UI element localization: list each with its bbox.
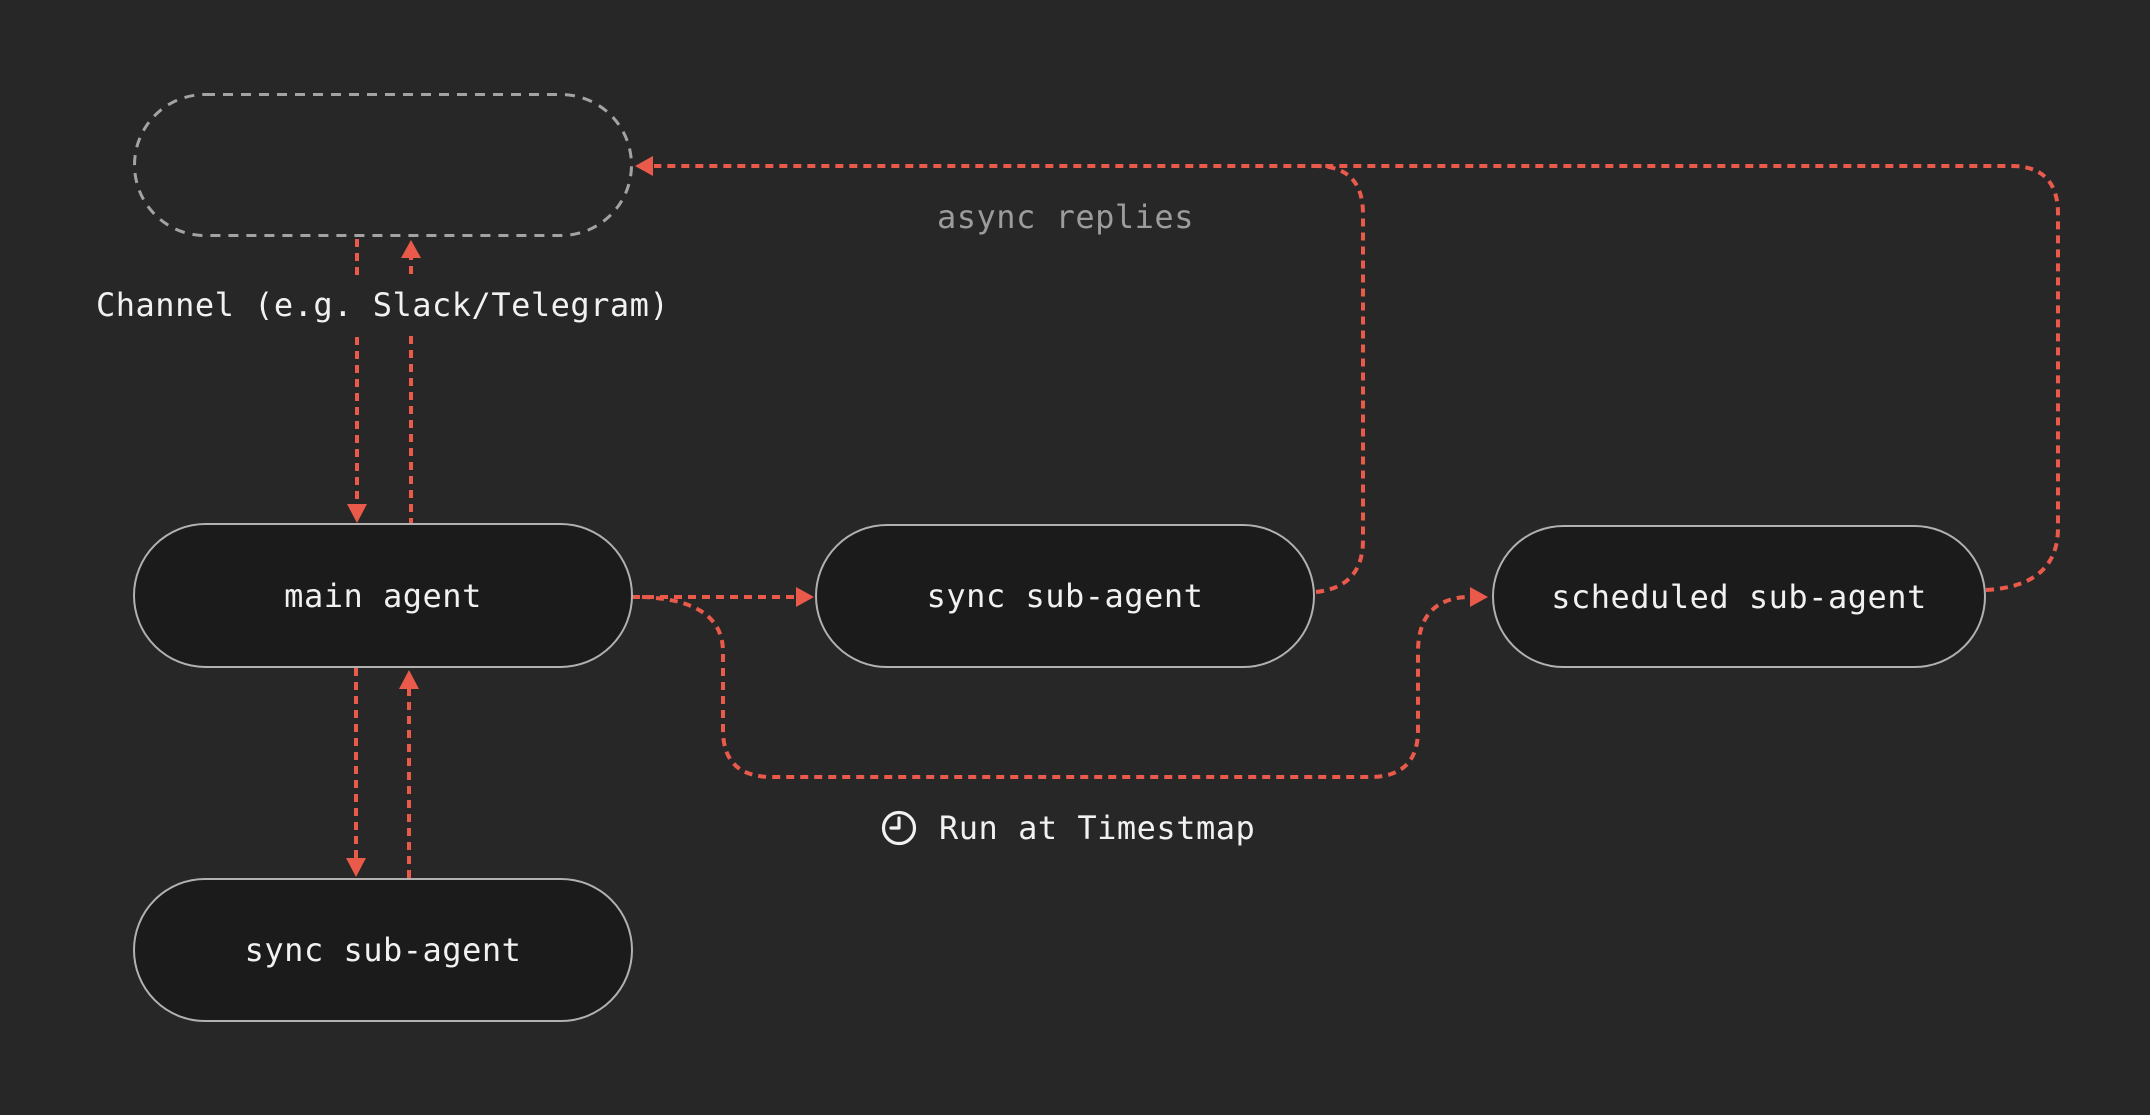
node-sync-sub-agent-bottom-label: sync sub-agent xyxy=(244,931,522,969)
edge-sync-async-reply xyxy=(1315,164,1365,594)
node-sync-sub-agent-bottom[interactable]: sync sub-agent xyxy=(133,878,633,1022)
edge-async-reply-arrowhead xyxy=(635,156,653,176)
edge-sync-bottom-to-main-arrowhead xyxy=(399,670,419,689)
edge-scheduled-async-reply xyxy=(654,164,2060,592)
node-scheduled-sub-agent-label: scheduled sub-agent xyxy=(1551,577,1927,616)
node-main-agent-label: main agent xyxy=(284,576,482,615)
edge-main-to-channel-arrowhead xyxy=(401,240,421,258)
node-sync-sub-agent-label: sync sub-agent xyxy=(926,577,1204,615)
async-replies-label: async replies xyxy=(937,198,1194,236)
run-at-timestamp-text: Run at Timestmap xyxy=(939,809,1256,847)
edge-main-to-sync-bottom-arrowhead xyxy=(346,858,366,877)
edge-main-to-sync-arrowhead xyxy=(796,587,814,607)
edge-channel-to-main-arrowhead xyxy=(347,504,367,523)
channel-caption: Channel (e.g. Slack/Telegram) xyxy=(86,277,680,333)
run-at-timestamp-label: Run at Timestmap xyxy=(877,806,1255,850)
node-sync-sub-agent[interactable]: sync sub-agent xyxy=(815,524,1315,668)
edge-main-to-scheduled-arrowhead xyxy=(1470,587,1488,607)
node-main-agent[interactable]: main agent xyxy=(133,523,633,668)
channel-node[interactable] xyxy=(133,93,633,237)
clock-icon xyxy=(881,810,917,846)
node-scheduled-sub-agent[interactable]: scheduled sub-agent xyxy=(1492,525,1986,668)
